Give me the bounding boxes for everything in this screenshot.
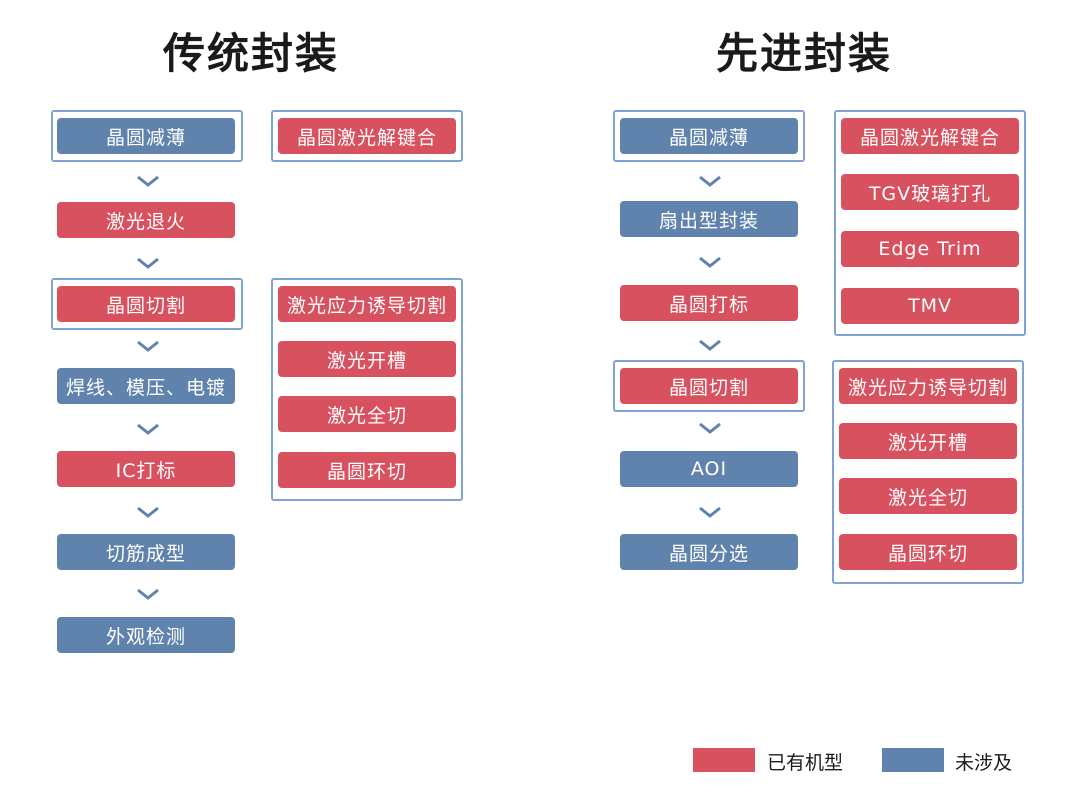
left-group2-item-4: 晶圆环切 (278, 452, 456, 488)
legend-swatch-existing (693, 748, 755, 772)
right-laser-group-1 (834, 110, 1026, 336)
left-group2-item-1: 激光应力诱导切割 (278, 286, 456, 322)
chevron-down-icon (135, 422, 161, 436)
right-group2-item-4: 晶圆环切 (839, 534, 1017, 570)
chevron-down-icon (135, 339, 161, 353)
right-group2-item-1: 激光应力诱导切割 (839, 368, 1017, 404)
left-group2-item-3: 激光全切 (278, 396, 456, 432)
left-step-5: IC打标 (57, 451, 235, 487)
left-title: 传统封装 (163, 29, 340, 78)
left-step-1: 晶圆减薄 (57, 118, 235, 154)
chevron-down-icon (697, 174, 723, 188)
chevron-down-icon (135, 174, 161, 188)
chevron-down-icon (697, 255, 723, 269)
chevron-down-icon (697, 338, 723, 352)
right-step-3: 晶圆打标 (620, 285, 798, 321)
right-step-6: 晶圆分选 (620, 534, 798, 570)
right-group1-item-2: TGV玻璃打孔 (841, 174, 1019, 210)
right-step-frame-1 (613, 110, 805, 162)
left-group1-item-1: 晶圆激光解键合 (278, 118, 456, 154)
left-step-4: 焊线、模压、电镀 (57, 368, 235, 404)
left-group2-item-2: 激光开槽 (278, 341, 456, 377)
right-group1-item-1: 晶圆激光解键合 (841, 118, 1019, 154)
right-group2-item-3: 激光全切 (839, 478, 1017, 514)
left-step-frame-1 (51, 110, 243, 162)
right-step-1: 晶圆减薄 (620, 118, 798, 154)
right-step-4: 晶圆切割 (620, 368, 798, 404)
left-laser-group-2 (271, 278, 463, 501)
right-laser-group-2 (832, 360, 1024, 584)
left-step-6: 切筋成型 (57, 534, 235, 570)
chevron-down-icon (135, 256, 161, 270)
chevron-down-icon (697, 421, 723, 435)
legend-swatch-not-involved (882, 748, 944, 772)
right-step-frame-4 (613, 360, 805, 412)
left-step-2: 激光退火 (57, 202, 235, 238)
right-step-2: 扇出型封装 (620, 201, 798, 237)
right-title: 先进封装 (716, 29, 893, 78)
legend-label-not-involved: 未涉及 (955, 752, 1013, 774)
left-step-frame-3 (51, 278, 243, 330)
left-step-3: 晶圆切割 (57, 286, 235, 322)
left-laser-group-1 (271, 110, 463, 162)
legend-label-existing: 已有机型 (767, 752, 844, 774)
chevron-down-icon (697, 505, 723, 519)
chevron-down-icon (135, 587, 161, 601)
right-group1-item-4: TMV (841, 288, 1019, 324)
right-group2-item-2: 激光开槽 (839, 423, 1017, 459)
chevron-down-icon (135, 505, 161, 519)
left-step-7: 外观检测 (57, 617, 235, 653)
right-group1-item-3: Edge Trim (841, 231, 1019, 267)
right-step-5: AOI (620, 451, 798, 487)
